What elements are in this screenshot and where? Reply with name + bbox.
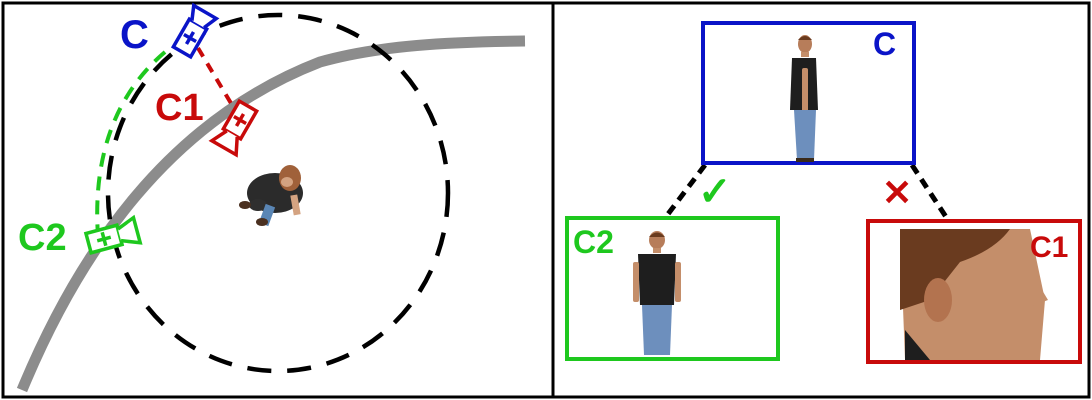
camera-c-icon (170, 2, 220, 60)
checkmark-icon: ✓ (698, 170, 732, 214)
face-closeup (900, 229, 1048, 360)
cross-icon: ✕ (882, 172, 912, 213)
green-dashed-path (95, 50, 167, 237)
person-front-view (633, 231, 681, 355)
left-panel: C C1 C2 (1, 1, 555, 399)
dashed-circle (105, 12, 451, 374)
frame-c-label: C (873, 26, 896, 62)
camera-track (16, 35, 526, 393)
red-dashed-path (196, 46, 240, 117)
connector-c-c1 (909, 163, 951, 222)
frame-c2: C2 (565, 216, 780, 361)
person-side-view (790, 35, 818, 162)
label-c1: C1 (155, 87, 204, 129)
right-panel: C C2 C (551, 1, 1091, 399)
camera-c2-icon (83, 214, 143, 255)
frame-c: C (701, 21, 916, 165)
frame-c1-label: C1 (1030, 231, 1068, 264)
label-c2: C2 (18, 217, 67, 259)
connector-c-c2 (663, 163, 707, 220)
person-figure (239, 165, 303, 227)
frame-c2-label: C2 (573, 224, 614, 260)
frame-c1: C1 (866, 219, 1082, 364)
camera-c1-icon (208, 98, 260, 158)
label-c: C (120, 13, 149, 57)
